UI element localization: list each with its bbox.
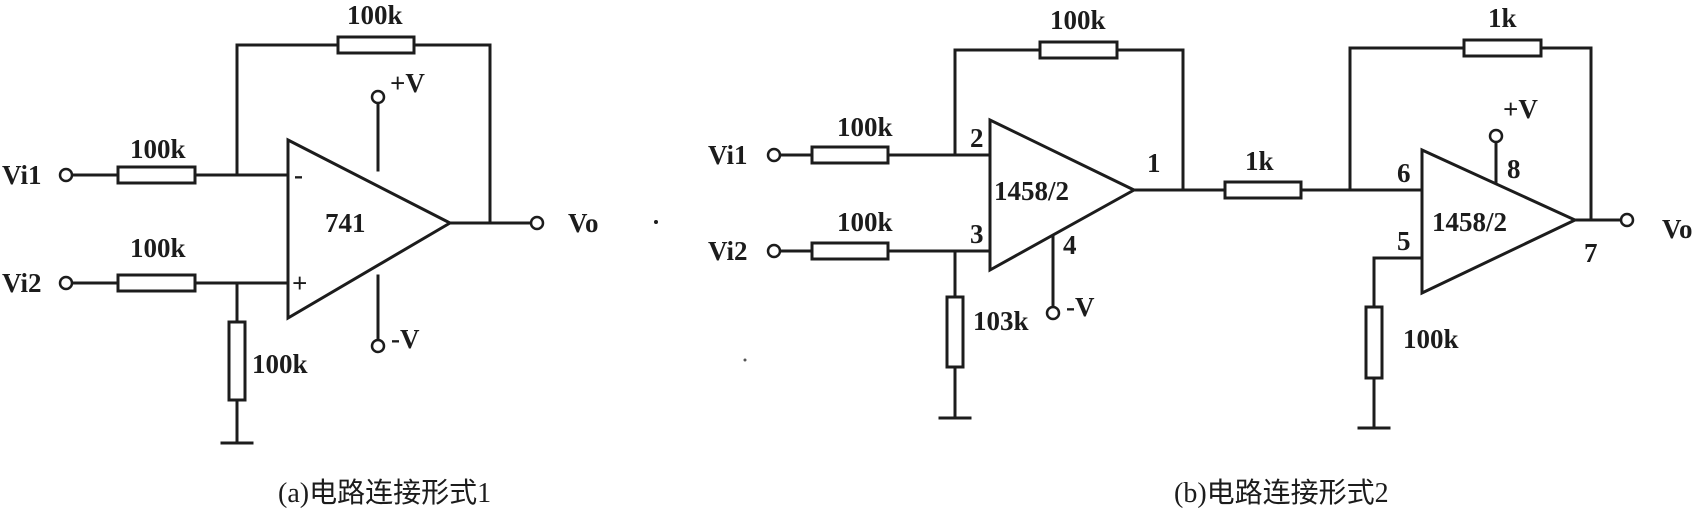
label-vi2-b: Vi2: [708, 236, 748, 266]
label-opamp-741: 741: [325, 208, 366, 238]
label-supply-neg-a: -V: [391, 324, 420, 354]
label-vi1-a: Vi1: [2, 160, 42, 190]
terminal-neg-supply-b: [1045, 305, 1061, 321]
resistor-coupling-b: [1223, 180, 1303, 200]
label-pin-8: 8: [1507, 154, 1521, 184]
resistor-ground-2-b: [1364, 305, 1384, 380]
label-opamp-1458-stage2: 1458/2: [1432, 207, 1507, 237]
label-pin-1: 1: [1147, 148, 1161, 178]
label-coupling-resistor-b: 1k: [1245, 146, 1274, 176]
resistor-ground-1-b: [945, 295, 965, 369]
label-pin-minus-a: -: [294, 160, 303, 190]
resistor-feedback-2-b: [1462, 38, 1543, 58]
terminal-vo-b: [1619, 212, 1635, 228]
resistor-input-1-a: [116, 165, 197, 185]
label-pin-5: 5: [1397, 226, 1411, 256]
label-opamp-1458-stage1: 1458/2: [994, 176, 1069, 206]
label-feedback-resistor-1-b: 100k: [1050, 5, 1106, 35]
label-pin-7: 7: [1584, 238, 1598, 268]
terminal-vo-a: [529, 215, 545, 231]
resistor-input-2-a: [116, 273, 197, 293]
label-supply-neg-b: -V: [1066, 292, 1095, 322]
opamp-1458-stage1: [988, 117, 1138, 273]
caption-b: (b)电路连接形式2: [1174, 477, 1389, 509]
label-ground-resistor-a: 100k: [252, 349, 308, 379]
label-input-resistor-2-a: 100k: [130, 233, 186, 263]
label-pin-plus-a: +: [292, 268, 307, 298]
label-feedback-resistor-2-b: 1k: [1488, 3, 1517, 33]
label-pin-3: 3: [970, 219, 984, 249]
scan-speck: [654, 220, 658, 224]
circuit-b: Vi1 Vi2 100k 100k 100k 103k 1458/2 2 3 1…: [708, 3, 1693, 509]
resistor-ground-a: [227, 320, 247, 402]
resistor-input-2-b: [810, 241, 890, 261]
terminal-pos-supply-a: [370, 89, 386, 105]
resistor-input-1-b: [810, 145, 890, 165]
label-ground-resistor-2-b: 100k: [1403, 324, 1459, 354]
label-supply-pos-a: +V: [390, 68, 425, 98]
terminal-vi1-b: [766, 147, 782, 163]
terminal-vi1-a: [58, 167, 74, 183]
circuit-a: 100k 100k 100k 100k 741 - + +V -V Vi1 Vi…: [2, 0, 599, 509]
label-vo-b: Vo: [1662, 214, 1693, 244]
label-pin-4: 4: [1063, 230, 1077, 260]
terminal-vi2-a: [58, 275, 74, 291]
label-input-resistor-2-b: 100k: [837, 207, 893, 237]
terminal-vi2-b: [766, 243, 782, 259]
terminal-pos-supply-b: [1488, 128, 1504, 144]
terminal-neg-supply-a: [370, 338, 386, 354]
resistor-feedback-a: [336, 35, 416, 55]
label-input-resistor-1-a: 100k: [130, 134, 186, 164]
opamp-1458-stage2: [1420, 147, 1579, 296]
label-input-resistor-1-b: 100k: [837, 112, 893, 142]
scan-speck: [743, 358, 747, 362]
label-pin-6: 6: [1397, 158, 1411, 188]
label-vo-a: Vo: [568, 208, 599, 238]
label-vi2-a: Vi2: [2, 268, 42, 298]
label-pin-2: 2: [970, 123, 984, 153]
label-feedback-resistor-a: 100k: [347, 0, 403, 30]
label-supply-pos-b: +V: [1503, 94, 1538, 124]
label-vi1-b: Vi1: [708, 140, 748, 170]
resistor-feedback-1-b: [1038, 40, 1119, 60]
opamp-741: [286, 137, 454, 321]
caption-a: (a)电路连接形式1: [278, 477, 491, 509]
label-ground-resistor-1-b: 103k: [973, 306, 1029, 336]
